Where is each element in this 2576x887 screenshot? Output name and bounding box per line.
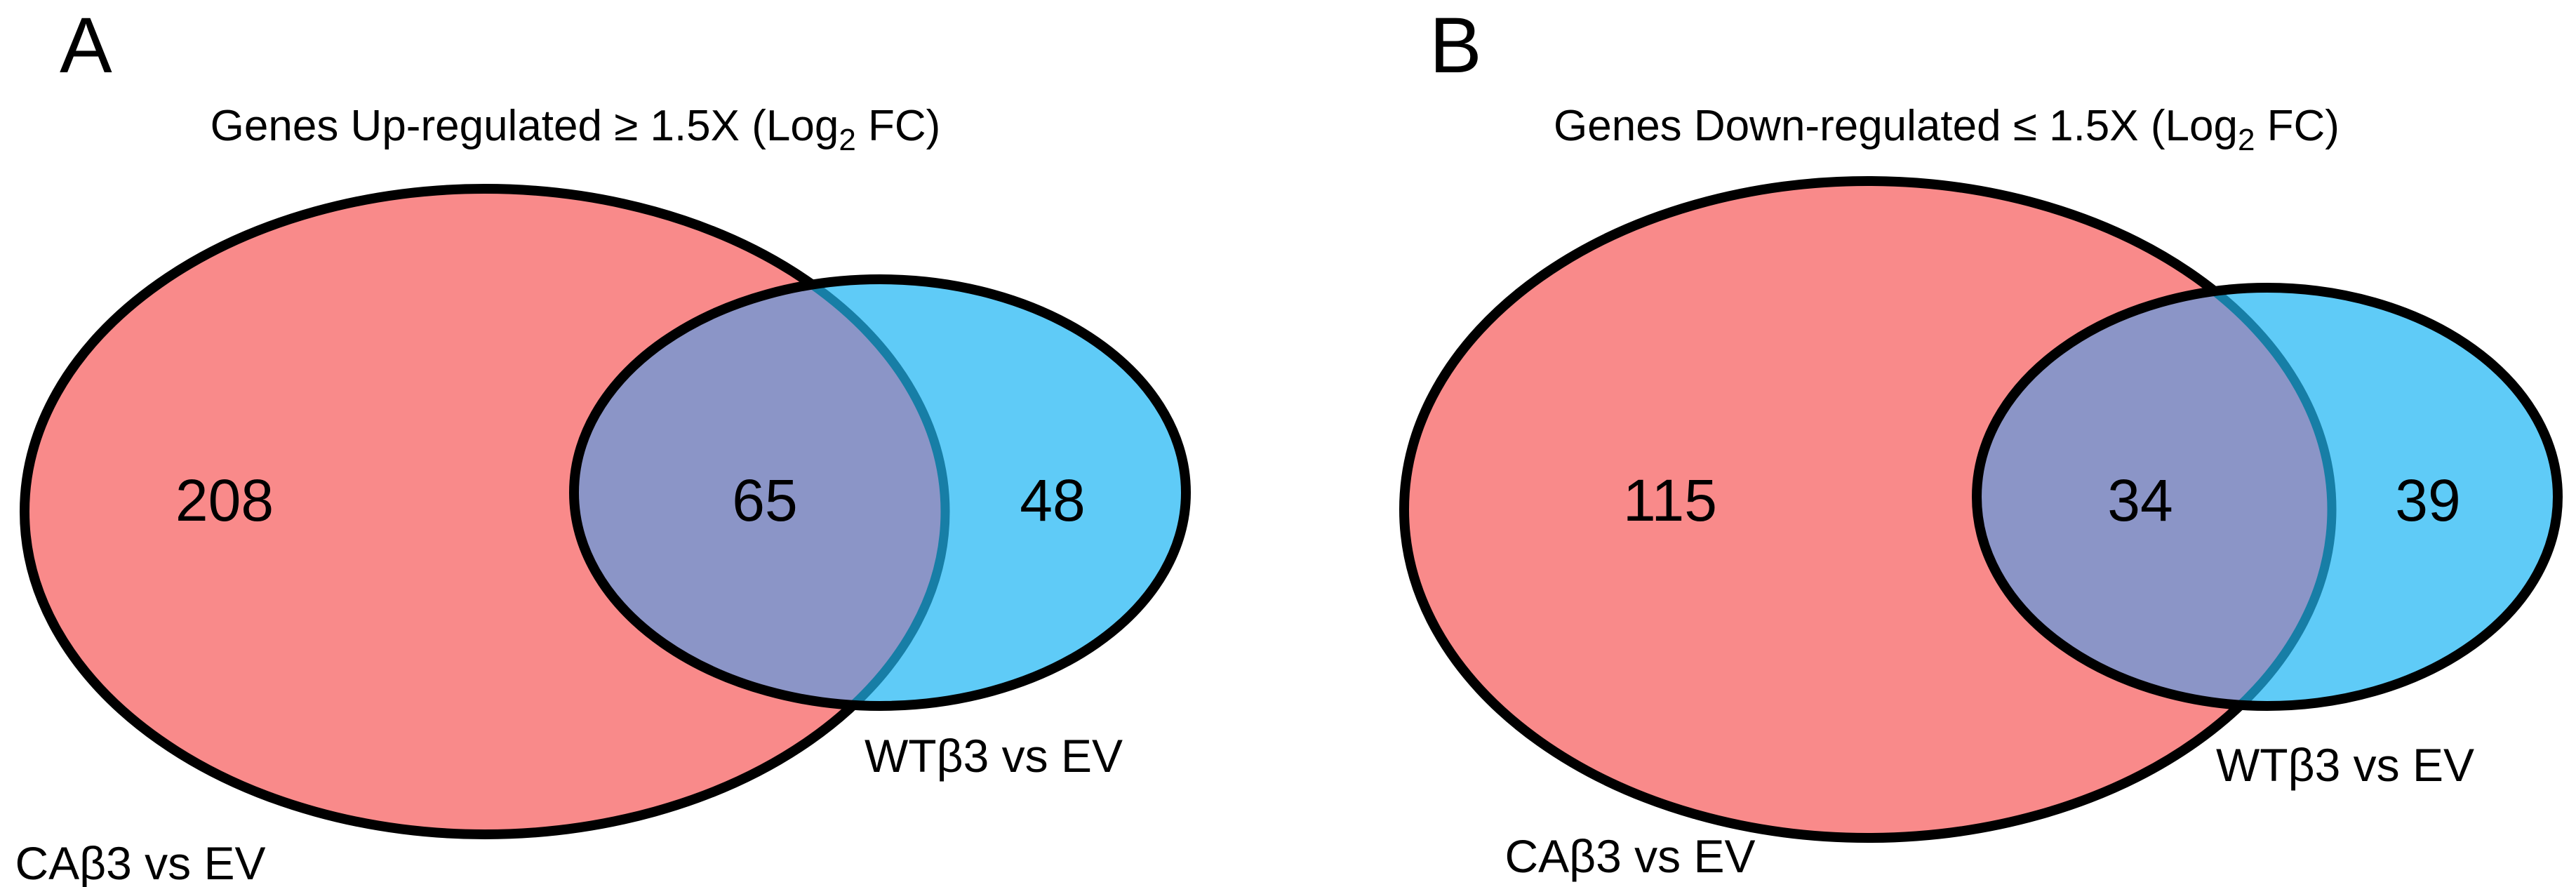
panel-b-letter: B	[1429, 1, 1482, 89]
panel-a-overlap-count: 65	[732, 467, 797, 533]
panel-b-left-set-label: CAβ3 vs EV	[1504, 830, 1755, 882]
panel-b-title-suffix: FC)	[2255, 102, 2340, 150]
panel-a: A Genes Up-regulated ≥ 1.5X (Log2 FC) 20…	[15, 1, 1191, 887]
panel-b-right-set-label: WTβ3 vs EV	[2216, 739, 2474, 791]
panel-b-overlap-count: 34	[2107, 467, 2173, 533]
panel-b-title: Genes Down-regulated ≤ 1.5X (Log2 FC)	[1554, 102, 2340, 157]
panel-b-overlap-divider-arc	[1977, 288, 2337, 706]
panel-b: B Genes Down-regulated ≤ 1.5X (Log2 FC) …	[1399, 1, 2563, 882]
panel-a-title: Genes Up-regulated ≥ 1.5X (Log2 FC)	[211, 102, 941, 157]
panel-a-letter: A	[60, 1, 112, 89]
panel-b-right-set-outline	[1972, 283, 2563, 711]
panel-b-right-only-count: 39	[2395, 467, 2460, 533]
panel-a-title-subscript-2: 2	[839, 123, 855, 157]
panel-a-title-suffix: FC)	[856, 102, 941, 150]
panel-b-title-main: Genes Down-regulated ≤ 1.5X (Log	[1554, 102, 2238, 150]
panel-a-right-set-outline	[569, 274, 1191, 711]
panel-a-title-main: Genes Up-regulated ≥ 1.5X (Log	[211, 102, 839, 150]
panel-a-left-set-label: CAβ3 vs EV	[15, 837, 265, 887]
panel-b-left-only-count: 115	[1623, 467, 1717, 533]
panel-a-left-only-count: 208	[175, 467, 274, 533]
panel-a-overlap-divider-arc	[574, 279, 950, 706]
panel-a-right-only-count: 48	[1020, 467, 1085, 533]
panel-a-right-set-label: WTβ3 vs EV	[865, 730, 1123, 782]
panel-b-title-subscript-2: 2	[2238, 123, 2255, 157]
